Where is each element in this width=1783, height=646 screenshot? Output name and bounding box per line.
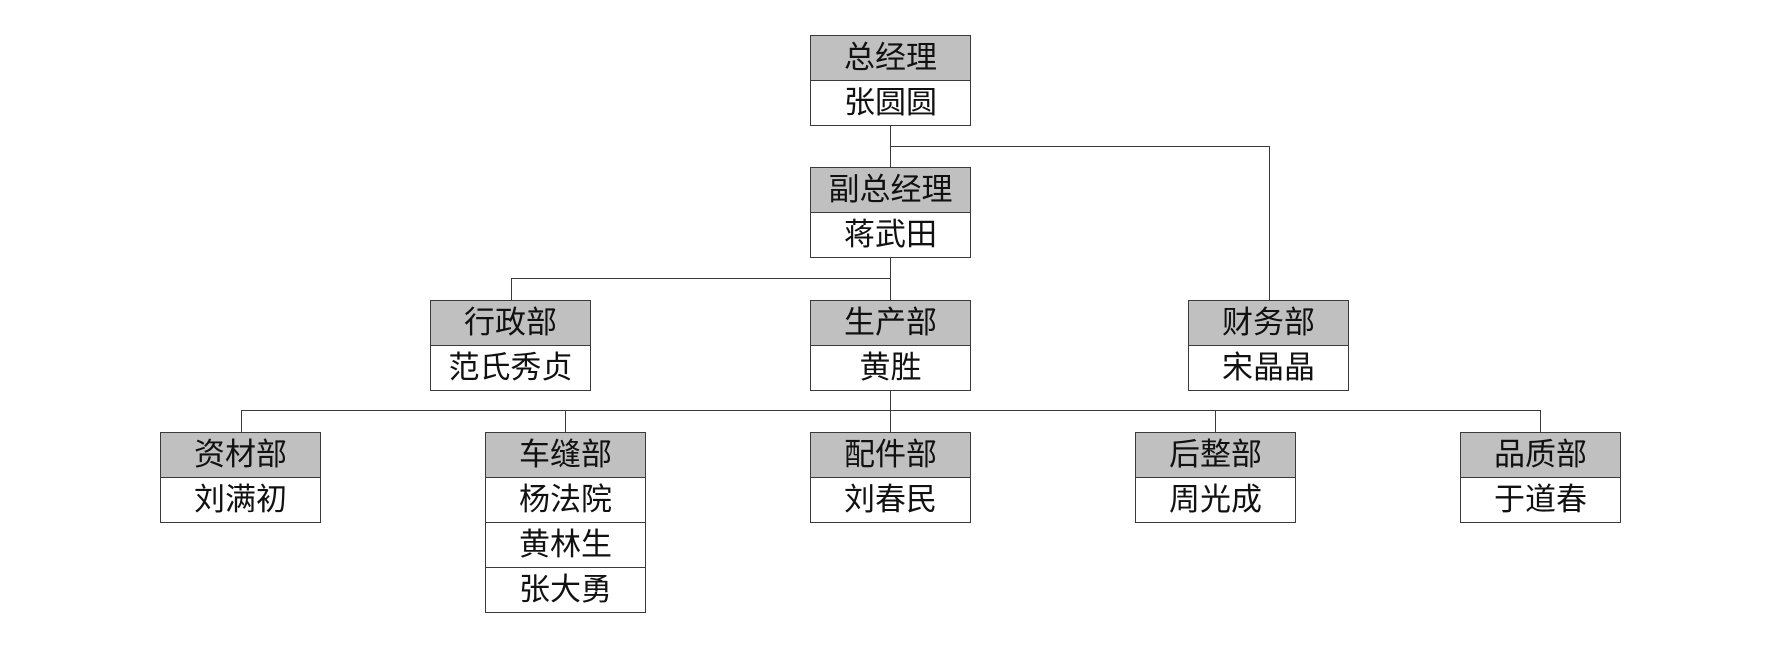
connector-deputy-branch (511, 278, 890, 279)
node-title: 配件部 (811, 433, 970, 478)
node-finishing-dept: 后整部 周光成 (1135, 432, 1296, 523)
node-member: 于道春 (1494, 482, 1587, 518)
node-finance-dept: 财务部 宋晶晶 (1188, 300, 1349, 391)
node-title: 后整部 (1136, 433, 1295, 478)
connector-production-branch (241, 410, 1541, 411)
node-member: 范氏秀贞 (448, 350, 573, 386)
node-member: 周光成 (1169, 482, 1262, 518)
connector-gm-finance-h (890, 146, 1269, 147)
node-title: 车缝部 (486, 433, 645, 478)
connector-materials (241, 410, 242, 432)
node-title: 副总经理 (811, 168, 970, 213)
node-materials-dept: 资材部 刘满初 (160, 432, 321, 523)
node-title: 行政部 (431, 301, 590, 346)
node-title: 生产部 (811, 301, 970, 346)
connector-finishing (1215, 410, 1216, 432)
node-member: 刘春民 (844, 482, 937, 518)
node-member: 刘满初 (194, 482, 287, 518)
node-member: 蒋武田 (844, 217, 937, 253)
node-parts-dept: 配件部 刘春民 (810, 432, 971, 523)
node-title: 财务部 (1189, 301, 1348, 346)
node-member: 张圆圆 (844, 85, 937, 121)
node-quality-dept: 品质部 于道春 (1460, 432, 1621, 523)
connector-quality (1540, 410, 1541, 432)
node-member: 黄胜 (859, 350, 922, 386)
node-title: 总经理 (811, 36, 970, 81)
node-sewing-dept: 车缝部 杨法院 黄林生 张大勇 (485, 432, 646, 613)
node-production-dept: 生产部 黄胜 (810, 300, 971, 391)
connector-deputy-down (890, 257, 891, 300)
node-member: 黄林生 (486, 522, 645, 567)
node-member: 宋晶晶 (1222, 350, 1315, 386)
node-deputy-general-manager: 副总经理 蒋武田 (810, 167, 971, 258)
node-title: 资材部 (161, 433, 320, 478)
node-member: 张大勇 (486, 567, 645, 612)
node-title: 品质部 (1461, 433, 1620, 478)
connector-gm-finance-v (1269, 146, 1270, 300)
connector-sewing (565, 410, 566, 432)
node-admin-dept: 行政部 范氏秀贞 (430, 300, 591, 391)
node-general-manager: 总经理 张圆圆 (810, 35, 971, 126)
connector-deputy-admin (511, 278, 512, 300)
node-member: 杨法院 (519, 482, 612, 518)
